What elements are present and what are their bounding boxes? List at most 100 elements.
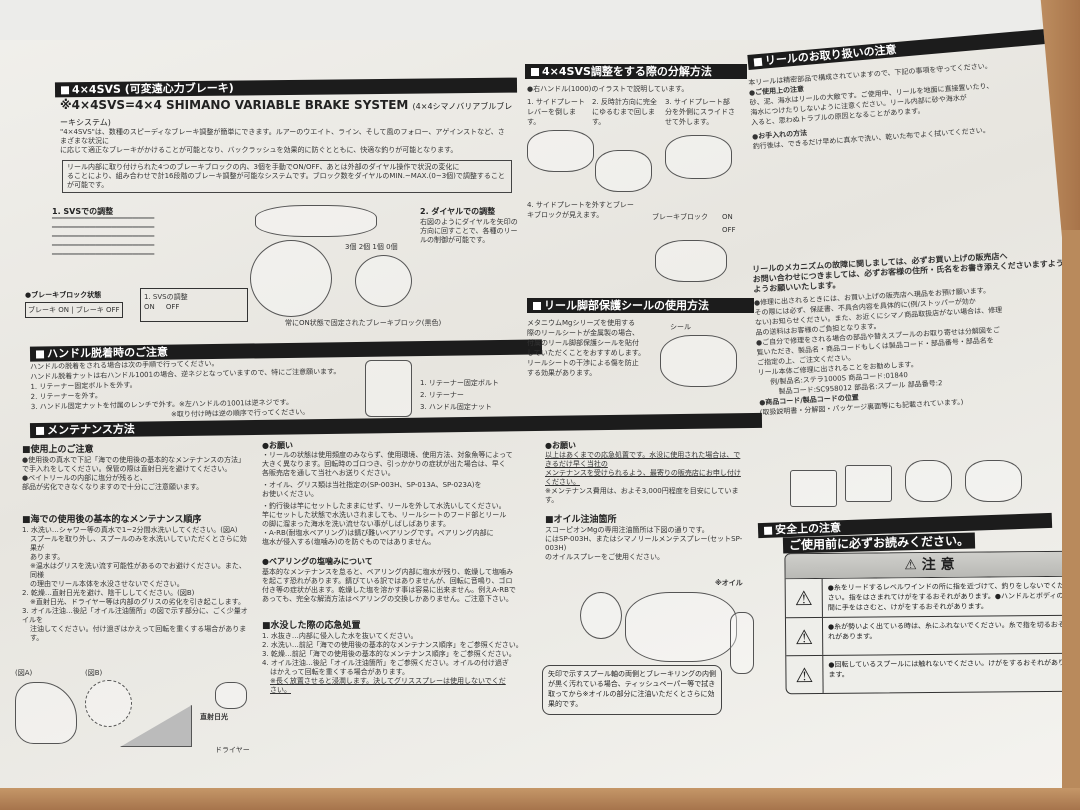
flood-step: 1. 水抜き…内部に侵入した水を抜いてください。 xyxy=(262,632,418,640)
oil-line: スコーピオンMgの専用注油箇所は下図の通りです。 xyxy=(545,526,709,534)
sea-step: ※温水はグリスを洗い流す可能性があるのでお避けください。また、同様 xyxy=(30,562,246,579)
sea-step: あります。 xyxy=(30,553,65,561)
oil-request-line: メンテナンスを受けられるよう、最寄りの販売店にお申し付けください。 xyxy=(545,469,741,486)
dryer-label: ドライヤー xyxy=(215,746,250,754)
brake-intro-2: に応じて適正なブレーキがかけることが可能となり、バックラッシュを効果的に防ぐとと… xyxy=(60,146,458,154)
step2-line-3: ルの制御が可能です。 xyxy=(420,236,490,244)
oil-line: のオイルスプレーをご使用ください。 xyxy=(545,553,664,561)
sea-maintenance-steps: 1. 水洗い…シャワー等の真水で1~2分間水洗いしてください。(図A) スプール… xyxy=(22,526,252,643)
spool-exploded-illustration xyxy=(580,592,622,639)
handling-text: 本リールは精密部品で構成されていますので、下記の事項を守ってください。 ●ご使用… xyxy=(748,61,997,152)
brake-intro: "4×4SVS"は、数種のスピーディなブレーキ調整が簡単にできます。ルアーのウエ… xyxy=(60,128,510,155)
disassembly-reel-illustration-2 xyxy=(595,150,652,192)
oil-request-text: 以上はあくまでの応急処置です。水没に使用された場合は、できるだけ早く当社の メン… xyxy=(545,451,745,505)
oil-request-line: 以上はあくまでの応急処置です。水没に使用された場合は、できるだけ早く当社の xyxy=(545,451,741,468)
hand-pinch-warning-icon: ⚠ xyxy=(785,578,823,618)
handle-illustration xyxy=(730,612,754,674)
handle-text: ハンドルの脱着をされる場合は次の手順で行ってください。 ハンドル脱着ナットは右ハ… xyxy=(30,357,341,422)
warning-row: ⚠ ●糸が勢いよく出ている時は、糸にふれないでください。糸で指を切るおそれがあり… xyxy=(785,615,1065,657)
oil-request-line: ※メンテナンス費用は、およそ3,000円程度を目安にしています。 xyxy=(545,487,739,504)
oil-heading: ■オイル注油箇所 xyxy=(545,515,617,525)
flood-steps: 1. 水抜き…内部に侵入した水を抜いてください。 2. 水洗い…前記「海での使用… xyxy=(262,632,535,695)
disassembly-heading: 4×4SVS調整をする際の分解方法 xyxy=(525,64,747,79)
spinning-reel-illustration xyxy=(905,460,952,502)
bearing-line: あっても、完全な解消方法はベアリングの交換しかありません。ご注意下さい。 xyxy=(262,595,513,603)
reel-body-illustration xyxy=(255,205,377,237)
dial-illustration xyxy=(355,255,412,307)
brake-block-label: ブレーキブロック xyxy=(652,213,708,221)
usage-line: 部品が劣化できなくなりますので十分にご注意願います。 xyxy=(22,483,204,491)
caution-box: ⚠ 注 意 ⚠ ●糸をリードするレベルワインドの所に指を近づけて、釣りをしないで… xyxy=(784,550,1065,695)
step2-line-2: 方向に回すことで、各種のリー xyxy=(420,227,518,235)
warning-text: ●糸が勢いよく出ている時は、糸にふれないでください。糸で指を切るおそれがあります… xyxy=(827,620,1065,641)
sea-step: の理由でリール本体を水没させないでください。 xyxy=(30,580,184,588)
exclamation-warning-icon: ⚠ xyxy=(785,617,824,656)
dial-labels: 3個 2個 1個 0個 xyxy=(345,243,398,251)
flood-step: ※長く放置させると浸潤します。決してグリススプレーは使用しないでくだ xyxy=(270,677,506,685)
step1-text: ▔▔▔▔▔▔▔▔▔▔▔▔▔▔▔▔▔▔▔▔▔▔▔▔▔▔▔▔▔▔▔▔▔▔▔▔▔▔▔▔… xyxy=(52,218,155,262)
oil-line: にはSP-003H、またはシマノリールメンテスプレー(セットSP-003H) xyxy=(545,535,743,552)
brake-intro-3: リール内部に取り付けられた4つのブレーキブロックの内、3個を手動でON/OFF、… xyxy=(67,163,460,171)
request-line: ・オイル、グリス類は当社指定の(SP-003H、SP-013A、SP-023A)… xyxy=(262,481,482,489)
request-line: 各販売店を通して当社へお送りください。 xyxy=(262,469,395,477)
bearing-line: を起こす恐れがあります。錆びている訳ではありませんが、回転に音鳴り、ゴロ xyxy=(262,577,513,585)
brake-block-ring-illustration xyxy=(250,240,332,317)
seal-line: 付属のリール脚部保護シールを貼付 xyxy=(527,339,639,347)
request-line: の脚に溜まった海水を洗い流せない事がしばしばあります。 xyxy=(262,520,451,528)
bearing-heading: ●ベアリングの塩噛みについて xyxy=(262,557,373,566)
oil-text: スコーピオンMgの専用注油箇所は下図の通りです。 にはSP-003H、またはシマ… xyxy=(545,526,745,562)
request-line: ・A-RB(耐塩水ベアリング)は錆び難いベアリングです。ベアリング内部に xyxy=(262,529,494,537)
brake-section-heading: 4×4SVS (可変遠心力ブレーキ) xyxy=(54,77,518,98)
reel-drying-illustration xyxy=(120,705,192,747)
package-box-illustration xyxy=(845,465,892,502)
bearing-line: 基本的なメンテナンスを怠ると、ベアリング内部に塩水が残り、乾燥して塩噛み xyxy=(262,568,514,576)
flood-step: 4. オイル注油…後記「オイル注油箇所」をご参照ください。オイルの付け過ぎ xyxy=(262,659,509,667)
request-line: 大きく異なります。回転時のゴロつき、引っかかりの症状が出た場合は、早く xyxy=(262,460,506,468)
off-label: OFF xyxy=(722,226,736,234)
brake-block-legend-title: ●ブレーキブロック状態 xyxy=(25,291,102,299)
disassembly-note: ●右ハンドル(1000)のイラストで説明しています。 xyxy=(527,85,689,93)
disassembly-step-1: 1. サイドプレートレバーを倒します。 xyxy=(527,98,585,126)
brake-intro-4: ることにより、組み合わせで計16段階のブレーキ調整が可能なシステムです。ブロック… xyxy=(67,172,505,189)
baitcast-reel-illustration xyxy=(965,460,1022,502)
oil-request-heading: ●お願い xyxy=(545,441,576,450)
shower-washing-illustration xyxy=(15,682,77,744)
usage-text: ●使用後の真水で下記「海での使用後の基本的なメンテナンスの方法」 で手入れをして… xyxy=(22,456,252,492)
sea-step: スプールを取り外し、スプールのみを水洗いしていただくとさらに効果が xyxy=(30,535,247,552)
prohibited-x-illustration xyxy=(215,682,247,709)
sea-step: 注油してください。付け過ぎはかえって回転を重くする場合があります。 xyxy=(30,625,247,642)
oil-label: ※オイル xyxy=(715,579,743,587)
seal-line: 際のリールシートが金属製の場合、 xyxy=(527,329,639,337)
disassembly-reel-illustration-1 xyxy=(527,130,594,172)
warning-text: ●糸をリードするレベルワインドの所に指を近づけて、釣りをしないでください。指をは… xyxy=(827,581,1065,612)
seal-line: メタニウムMgシリーズを使用する xyxy=(527,319,636,327)
warning-row: ⚠ ●回転しているスプールには触れないでください。けがをするおそれがあります。 xyxy=(786,654,1062,694)
manual-sheet: 4×4SVS (可変遠心力ブレーキ) ※4×4SVS=4×4 SHIMANO V… xyxy=(0,0,1062,792)
retainer-bolt-label: 1. リテーナー固定ボルト xyxy=(420,379,499,387)
seal-line: する効果があります。 xyxy=(527,369,597,377)
step1-title: 1. SVSでの調整 xyxy=(52,207,114,216)
request-line: 塩水が侵入する(塩噛み)のを防ぐものではありません。 xyxy=(262,538,436,546)
caution-title: ⚠ 注 意 xyxy=(785,551,1062,580)
brake-intro-box: リール内部に取り付けられた4つのブレーキブロックの内、3個を手動でON/OFF、… xyxy=(62,160,512,193)
usage-line: ●使用後の真水で下記「海での使用後の基本的なメンテナンスの方法」 xyxy=(22,456,245,464)
seal-line: リールシートの干渉による傷を防止 xyxy=(527,359,639,367)
request-line: お使いください。 xyxy=(262,490,318,498)
disassembly-reel-illustration-3 xyxy=(665,135,732,179)
usage-line: ●ベイトリールの内部に塩分が残ると、 xyxy=(22,474,147,482)
paper-top-edge xyxy=(0,0,1040,40)
request-line: ・釣行後は竿にセットしたままにせず、リールを外して水洗いしてください。 xyxy=(262,502,506,510)
fixed-block-callout: 常にON状態で固定されたブレーキブロック(黒色) xyxy=(285,319,442,327)
step2-title: 2. ダイヤルでの調整 xyxy=(420,207,496,216)
handle-assembly-illustration xyxy=(365,360,412,417)
warning-row: ⚠ ●糸をリードするレベルワインドの所に指を近づけて、釣りをしないでください。指… xyxy=(785,576,1065,619)
seal-heading: リール脚部保護シールの使用方法 xyxy=(527,298,754,313)
brake-block-illustration xyxy=(655,240,727,282)
direct-sunlight-label: 直射日光 xyxy=(200,713,228,721)
flood-heading: ■水没した際の応急処置 xyxy=(262,621,361,631)
flood-step: 2. 水洗い…前記「海での使用後の基本的なメンテナンス順序」をご参照ください。 xyxy=(262,641,523,649)
disassembly-step-4: 4. サイドプレートを外すとブレーキブロックが見えます。 xyxy=(527,201,634,219)
wooden-table-edge xyxy=(0,788,1080,810)
manual-booklet-illustration xyxy=(790,470,837,507)
reel-oil-points-illustration xyxy=(625,592,737,662)
